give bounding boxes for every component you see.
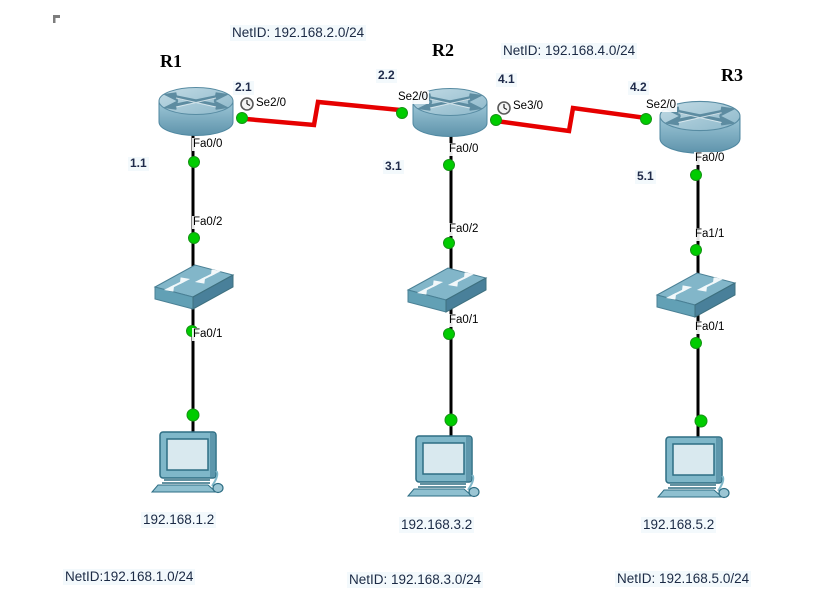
- pc-2-icon[interactable]: [407, 435, 480, 498]
- pc1-ip-label: 192.168.1.2: [141, 512, 217, 528]
- link-dot-pc2: [444, 413, 458, 427]
- link-dot-sw1-fa02: [188, 232, 200, 244]
- port-label-r2-se30: Se3/0: [512, 100, 545, 114]
- switch-2-icon[interactable]: [407, 267, 487, 313]
- port-label-sw2-downlink: Fa0/1: [448, 314, 480, 328]
- link-dot-sw2-fa01: [443, 328, 455, 340]
- router-r1-icon[interactable]: [157, 85, 235, 138]
- netid-label-lan-1: NetID:192.168.1.0/24: [63, 569, 196, 585]
- switch-3-icon[interactable]: [656, 272, 736, 318]
- port-label-r2-se20: Se2/0: [397, 91, 430, 105]
- port-label-r1-fa00: Fa0/0: [192, 138, 224, 152]
- link-dot-pc1: [186, 408, 200, 422]
- link-dot-r3-se20: [640, 113, 652, 125]
- port-label-r2-fa00: Fa0/0: [448, 143, 480, 157]
- link-dot-sw3-fa01: [690, 337, 702, 349]
- netid-label-lan-3: NetID: 192.168.5.0/24: [615, 571, 752, 587]
- port-label-r1-se20: Se2/0: [255, 97, 288, 111]
- router-name-r1: R1: [160, 51, 182, 71]
- pc3-ip-label: 192.168.5.2: [641, 517, 717, 533]
- link-dot-pc3: [694, 414, 708, 428]
- pc2-ip-label: 192.168.3.2: [399, 517, 475, 533]
- link-dot-r2-fa00: [443, 159, 455, 171]
- port-label-sw1-downlink: Fa0/1: [192, 328, 224, 342]
- addr-r2-serial-left: 2.2: [376, 68, 397, 83]
- netid-label-lan-2: NetID: 192.168.3.0/24: [347, 572, 484, 588]
- link-dot-r2-se30: [490, 114, 502, 126]
- link-dot-r1-fa00: [188, 156, 200, 168]
- port-label-r3-se20: Se2/0: [645, 99, 678, 113]
- link-status-dots: [186, 107, 708, 428]
- port-label-r3-fa00: Fa0/0: [694, 152, 726, 166]
- port-label-sw3-downlink: Fa0/1: [694, 321, 726, 335]
- port-label-sw3-uplink: Fa1/1: [694, 228, 726, 242]
- addr-r1-lan: 1.1: [128, 156, 149, 171]
- port-label-sw1-uplink: Fa0/2: [192, 216, 224, 230]
- stray-cursor-mark: [53, 15, 60, 23]
- switch-1-icon[interactable]: [154, 264, 234, 310]
- link-dot-sw2-fa02: [443, 237, 455, 249]
- clock-dce-icon-r1-se20: [240, 97, 254, 111]
- addr-r2-serial-right: 4.1: [496, 72, 517, 87]
- addr-r3-lan: 5.1: [635, 169, 656, 184]
- link-dot-r1-se20: [236, 112, 248, 124]
- router-name-r3: R3: [721, 65, 743, 85]
- netid-label-wan-1: NetID: 192.168.2.0/24: [230, 25, 367, 41]
- port-label-sw2-uplink: Fa0/2: [448, 223, 480, 237]
- addr-r3-serial: 4.2: [628, 80, 649, 95]
- router-name-r2: R2: [432, 40, 454, 60]
- link-dot-sw3-fa11: [690, 244, 702, 256]
- pc-3-icon[interactable]: [657, 436, 730, 499]
- link-dot-r3-fa00: [690, 169, 702, 181]
- pc-1-icon[interactable]: [151, 431, 224, 494]
- serial-link-r1-r2[interactable]: [245, 99, 401, 128]
- addr-r1-serial: 2.1: [233, 80, 254, 95]
- serial-link-r2-r3[interactable]: [495, 105, 647, 134]
- netid-label-wan-2: NetID: 192.168.4.0/24: [501, 43, 638, 59]
- addr-r2-lan: 3.1: [383, 159, 404, 174]
- link-dot-r2-se20: [396, 107, 408, 119]
- clock-dce-icon-r2-se30: [497, 101, 511, 115]
